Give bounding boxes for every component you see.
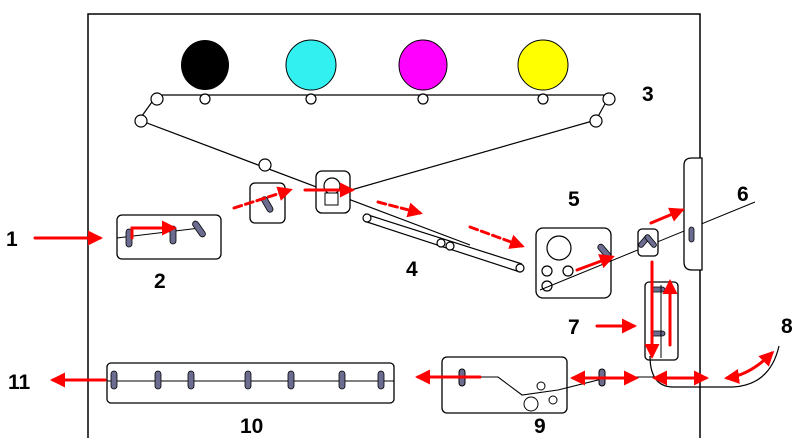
toner-yellow bbox=[518, 40, 568, 90]
belt-rollers bbox=[135, 93, 615, 171]
secondary-transfer-block bbox=[325, 193, 338, 205]
output-roller bbox=[689, 227, 694, 242]
toner-black bbox=[181, 40, 229, 90]
toner-units bbox=[181, 40, 568, 90]
secondary-transfer-roller bbox=[324, 178, 340, 194]
label-8: 8 bbox=[781, 315, 793, 338]
label-1: 1 bbox=[6, 228, 18, 251]
label-6: 6 bbox=[737, 183, 749, 206]
conveyor-4 bbox=[363, 214, 524, 272]
label-4: 4 bbox=[406, 258, 418, 281]
label-3: 3 bbox=[642, 83, 654, 106]
label-10: 10 bbox=[240, 415, 263, 438]
label-2: 2 bbox=[154, 270, 166, 293]
arrow-to-output bbox=[651, 210, 682, 223]
label-11: 11 bbox=[8, 371, 31, 394]
arrow-conveyor-b bbox=[470, 227, 522, 246]
label-7: 7 bbox=[568, 316, 580, 339]
arrow-conveyor-a bbox=[378, 202, 420, 213]
toner-magenta bbox=[399, 40, 447, 90]
output-module bbox=[684, 158, 702, 270]
toner-cyan bbox=[286, 40, 336, 90]
label-9: 9 bbox=[534, 415, 546, 438]
label-5: 5 bbox=[568, 188, 580, 211]
